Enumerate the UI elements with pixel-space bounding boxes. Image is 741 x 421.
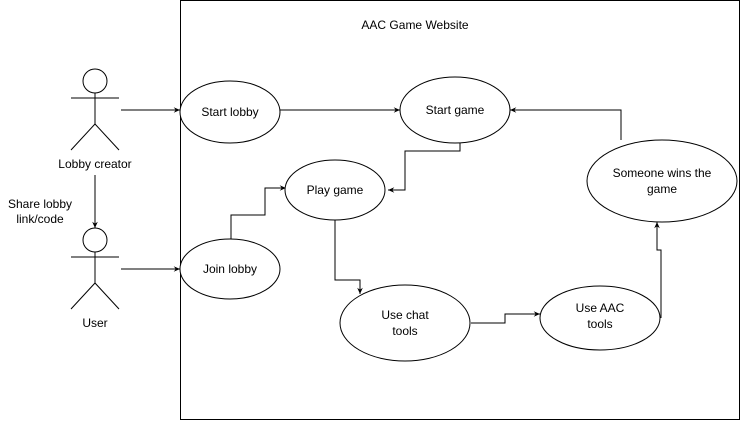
use-case-start-lobby-shape (179, 80, 281, 144)
actor-creator-left-leg (70, 123, 96, 151)
use-case-someone-wins-label-1: Someone wins the (613, 166, 712, 180)
actor-creator-right-leg (94, 123, 120, 151)
use-case-aac-tools-label-2: tools (587, 317, 612, 331)
use-case-play-game: Play game (284, 159, 386, 221)
use-case-start-lobby-label: Start lobby (201, 105, 258, 119)
use-case-join-lobby: Join lobby (179, 238, 281, 300)
use-case-start-lobby: Start lobby (179, 80, 281, 144)
use-case-chat-tools-label-1: Use chat (381, 308, 429, 322)
use-case-start-game-label: Start game (426, 103, 485, 117)
use-case-start-game: Start game (399, 76, 511, 144)
arrow-aac-tools-to-someone-wins (654, 222, 662, 318)
system-title: AAC Game Website (361, 18, 468, 32)
use-case-join-lobby-label: Join lobby (203, 262, 257, 276)
use-case-join-lobby-shape (179, 238, 281, 300)
use-case-someone-wins: Someone wins the game (586, 139, 738, 223)
use-case-chat-tools: Use chat tools (339, 284, 471, 362)
use-case-start-game-shape (399, 76, 511, 144)
arrow-play-game-to-chat-tools (334, 220, 363, 294)
use-case-aac-tools: Use AAC tools (539, 285, 661, 351)
actor-user-left-leg (70, 282, 96, 310)
use-case-aac-tools-shape (539, 285, 661, 351)
actor-creator-head (82, 68, 108, 94)
use-case-play-game-label: Play game (307, 183, 364, 197)
use-case-play-game-shape (284, 159, 386, 221)
use-case-someone-wins-shape (586, 139, 738, 223)
arrow-chat-tools-to-aac-tools (471, 311, 540, 324)
actor-user-label: User (82, 316, 107, 330)
share-lobby-label-line-1: Share lobby (8, 197, 72, 211)
use-case-aac-tools-label-1: Use AAC (576, 301, 625, 315)
actor-creator-label: Lobby creator (58, 157, 131, 171)
actor-lobby-creator: Lobby creator (58, 68, 132, 171)
use-case-someone-wins-label-2: game (647, 182, 677, 196)
actor-user-right-leg (94, 282, 120, 310)
arrow-start-game-to-play-game (388, 143, 461, 193)
use-case-chat-tools-shape (339, 284, 471, 362)
arrow-join-lobby-to-play-game (230, 185, 286, 239)
arrow-someone-wins-to-start-game (509, 107, 622, 140)
actor-user-head (82, 227, 108, 253)
use-case-chat-tools-label-2: tools (392, 324, 417, 338)
share-lobby-label-line-2: link/code (16, 212, 64, 226)
share-lobby-label: Share lobby link/code (8, 197, 72, 226)
actor-user: User (70, 227, 120, 330)
